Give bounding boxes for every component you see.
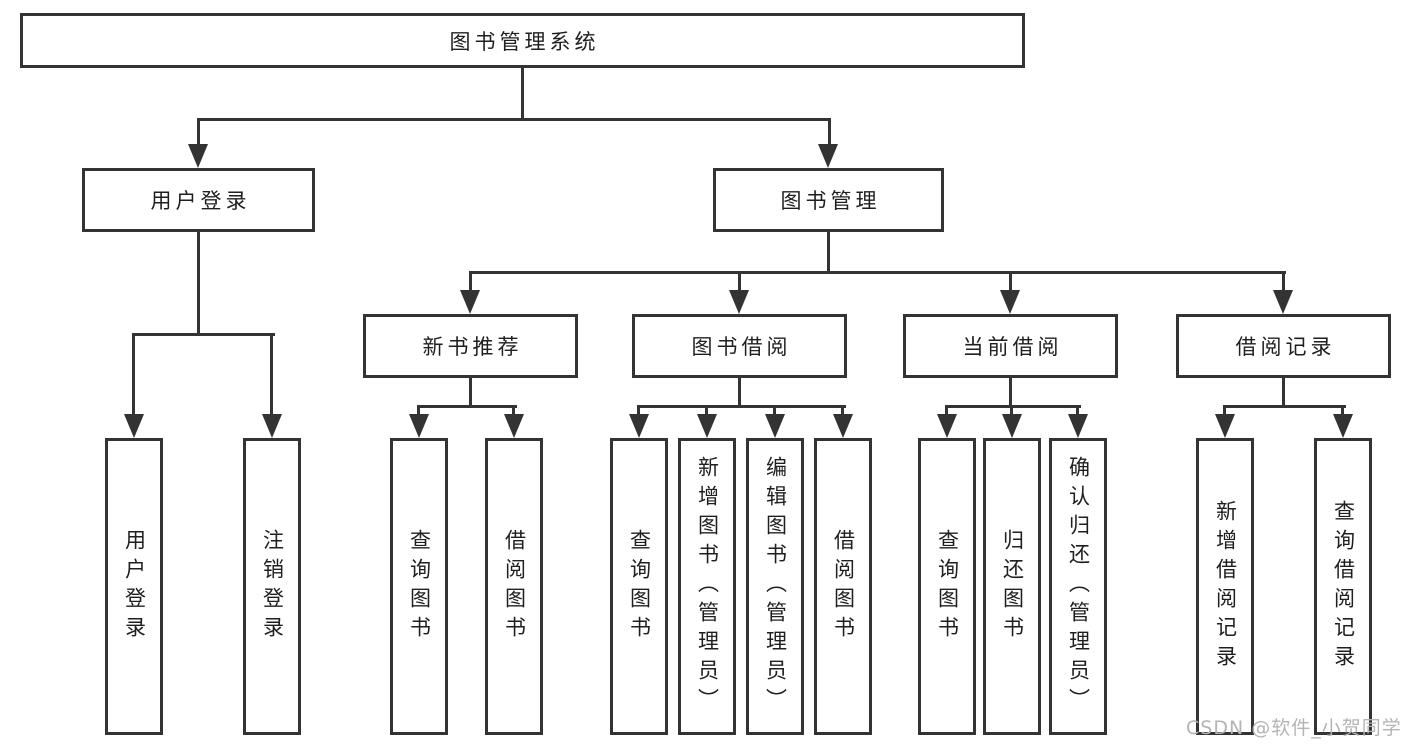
- connector-arm: [1076, 405, 1079, 417]
- node-user-login: 用户登录: [82, 168, 315, 232]
- connector-arm: [1010, 405, 1013, 417]
- node-user-login-label: 用户登录: [150, 189, 251, 213]
- node-root-label: 图书管理系统: [449, 29, 600, 54]
- arrowhead-down: [460, 290, 480, 314]
- leaf-add-book-admin-label: 新增图书（管理员）: [695, 456, 720, 717]
- leaf-query-books-borrow: 查询图书: [610, 438, 668, 735]
- connector-borrow-stub: [738, 378, 741, 408]
- connector-arm: [270, 333, 273, 417]
- arrowhead-down: [1002, 414, 1022, 438]
- connector-arm: [1009, 271, 1012, 293]
- connector-arm-book-management: [828, 118, 831, 150]
- connector-arm: [1341, 405, 1344, 417]
- node-current-borrow: 当前借阅: [903, 314, 1118, 378]
- connector-arm: [469, 271, 472, 293]
- connector-arm: [841, 405, 844, 417]
- connector-borrow-bar: [637, 405, 846, 408]
- connector-arm: [637, 405, 640, 417]
- arrowhead-down: [937, 414, 957, 438]
- arrowhead-down: [124, 414, 144, 438]
- leaf-query-books-borrow-label: 查询图书: [627, 528, 652, 645]
- leaf-add-borrow-record: 新增借阅记录: [1196, 438, 1254, 735]
- node-book-management: 图书管理: [713, 168, 944, 232]
- arrowhead-down: [629, 414, 649, 438]
- arrowhead-down: [188, 144, 208, 168]
- leaf-query-borrow-record-label: 查询借阅记录: [1331, 499, 1356, 674]
- leaf-user-login-label: 用户登录: [122, 528, 147, 645]
- leaf-query-borrow-record: 查询借阅记录: [1314, 438, 1372, 735]
- connector-root-stub: [521, 68, 524, 121]
- connector-current-bar: [945, 405, 1081, 408]
- arrowhead-down: [1068, 414, 1088, 438]
- leaf-confirm-return-admin: 确认归还（管理员）: [1049, 438, 1107, 735]
- node-new-book-recommend-label: 新书推荐: [422, 335, 523, 359]
- node-root-system: 图书管理系统: [20, 13, 1025, 68]
- connector-newbook-bar: [417, 405, 517, 408]
- leaf-logout: 注销登录: [243, 438, 301, 735]
- arrowhead-down: [818, 144, 838, 168]
- connector-arm: [1282, 271, 1285, 293]
- connector-arm-user-login: [197, 118, 200, 150]
- arrowhead-down: [1000, 290, 1020, 314]
- connector-arm: [512, 405, 515, 417]
- arrowhead-down: [833, 414, 853, 438]
- arrowhead-down: [697, 414, 717, 438]
- connector-arm: [773, 405, 776, 417]
- connector-records-stub: [1282, 378, 1285, 408]
- node-book-borrow-label: 图书借阅: [691, 335, 792, 359]
- leaf-borrow-books-borrow-label: 借阅图书: [831, 528, 856, 645]
- leaf-edit-book-admin: 编辑图书（管理员）: [746, 438, 804, 735]
- connector-arm: [417, 405, 420, 417]
- leaf-query-books-newbook: 查询图书: [390, 438, 448, 735]
- node-borrow-records-label: 借阅记录: [1235, 335, 1336, 359]
- node-borrow-records: 借阅记录: [1176, 314, 1391, 378]
- connector-current-stub: [1009, 378, 1012, 408]
- arrowhead-down: [409, 414, 429, 438]
- leaf-return-book: 归还图书: [983, 438, 1041, 735]
- leaf-query-books-newbook-label: 查询图书: [407, 528, 432, 645]
- leaf-add-book-admin: 新增图书（管理员）: [678, 438, 736, 735]
- connector-arm: [1223, 405, 1226, 417]
- arrowhead-down: [1215, 414, 1235, 438]
- arrowhead-down: [504, 414, 524, 438]
- leaf-borrow-books-newbook: 借阅图书: [485, 438, 543, 735]
- leaf-borrow-books-newbook-label: 借阅图书: [502, 528, 527, 645]
- leaf-query-books-current: 查询图书: [918, 438, 976, 735]
- node-book-management-label: 图书管理: [780, 189, 881, 213]
- leaf-user-login: 用户登录: [105, 438, 163, 735]
- arrowhead-down: [1273, 290, 1293, 314]
- arrowhead-down: [1333, 414, 1353, 438]
- arrowhead-down: [262, 414, 282, 438]
- node-book-borrow: 图书借阅: [632, 314, 847, 378]
- node-current-borrow-label: 当前借阅: [962, 335, 1063, 359]
- connector-arm: [705, 405, 708, 417]
- connector-root-bar: [197, 118, 831, 121]
- leaf-edit-book-admin-label: 编辑图书（管理员）: [763, 456, 788, 717]
- arrowhead-down: [729, 290, 749, 314]
- connector-bookmgmt-stub: [827, 232, 830, 274]
- csdn-watermark: CSDN @软件_小贺同学: [1186, 717, 1402, 739]
- leaf-borrow-books-borrow: 借阅图书: [814, 438, 872, 735]
- leaf-logout-label: 注销登录: [260, 528, 285, 645]
- connector-arm: [132, 333, 135, 417]
- connector-userlogin-stub: [197, 232, 200, 336]
- leaf-confirm-return-admin-label: 确认归还（管理员）: [1066, 456, 1091, 717]
- leaf-return-book-label: 归还图书: [1000, 528, 1025, 645]
- connector-records-bar: [1223, 405, 1346, 408]
- connector-newbook-stub: [469, 378, 472, 408]
- leaf-add-borrow-record-label: 新增借阅记录: [1213, 499, 1238, 674]
- connector-arm: [945, 405, 948, 417]
- leaf-query-books-current-label: 查询图书: [935, 528, 960, 645]
- connector-userlogin-bar: [132, 333, 275, 336]
- connector-arm: [738, 271, 741, 293]
- node-new-book-recommend: 新书推荐: [363, 314, 578, 378]
- connector-bookmgmt-bar: [469, 271, 1286, 274]
- arrowhead-down: [765, 414, 785, 438]
